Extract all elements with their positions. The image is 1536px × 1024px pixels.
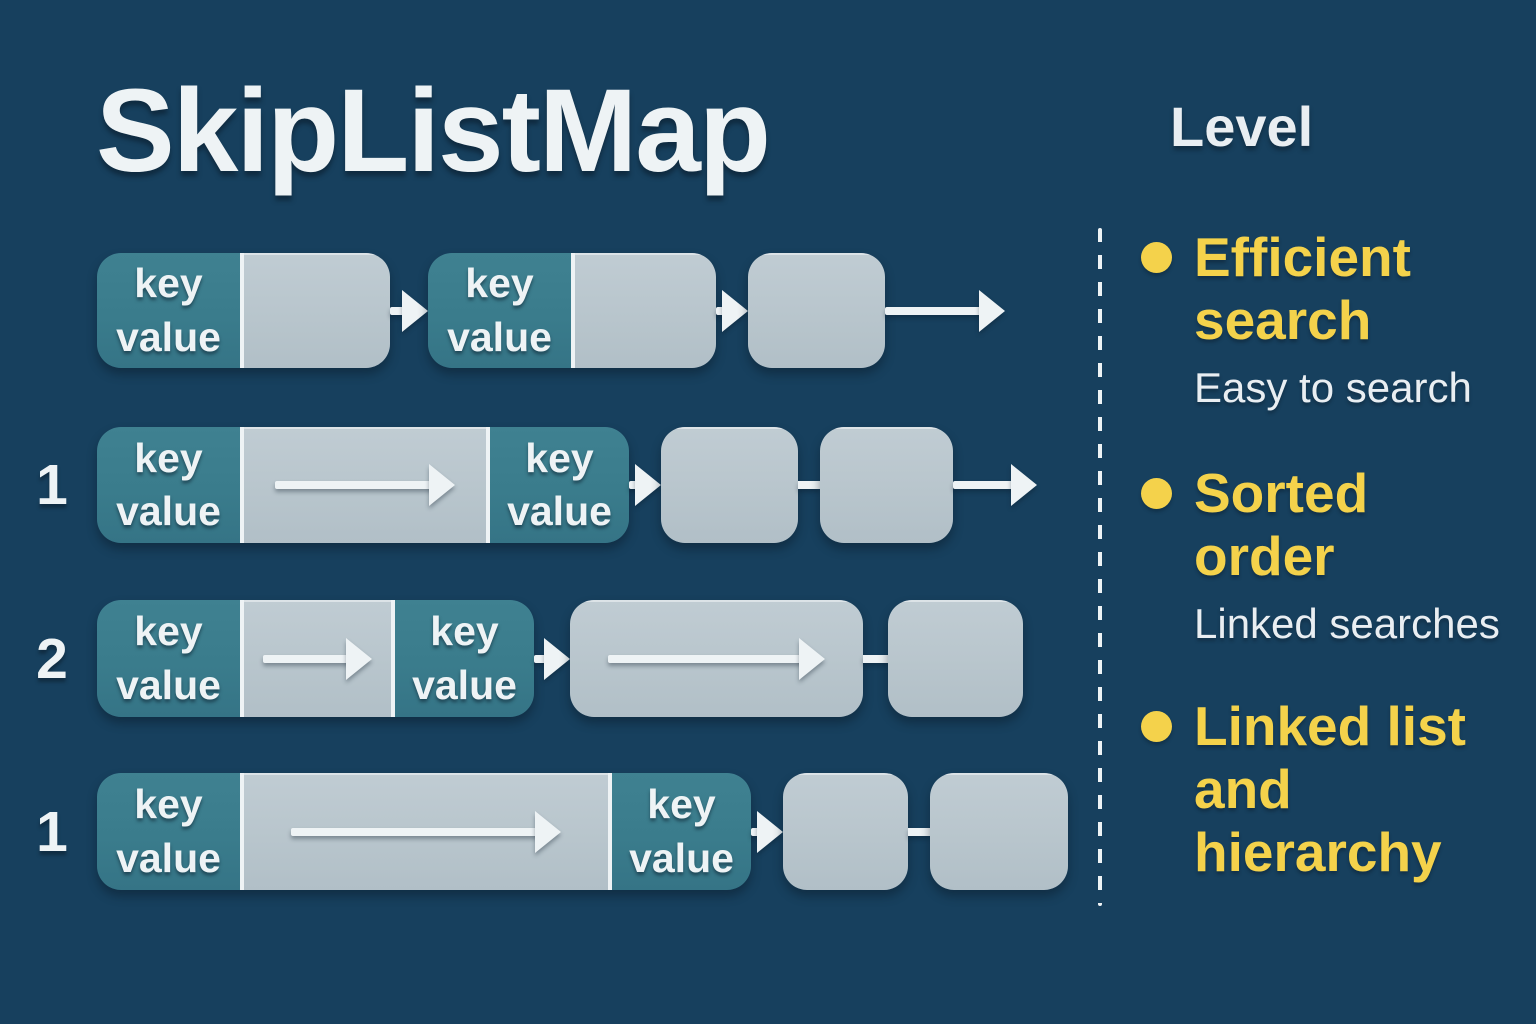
arrow-head xyxy=(534,810,561,853)
skiplist-node: key value key value xyxy=(97,600,534,717)
pointer-slot xyxy=(661,427,798,543)
panel-divider-dashed-line xyxy=(1098,228,1102,906)
key-value-cell: key value xyxy=(97,773,240,890)
skiplist-row: 1 key value key value xyxy=(0,773,1536,890)
kv-line-value: value xyxy=(507,488,612,534)
key-value-cell: key value xyxy=(97,253,240,368)
skiplist-node: key value xyxy=(97,253,390,368)
bullet-item-efficient-search: Efficient search Easy to search xyxy=(1141,226,1506,411)
pointer-slot xyxy=(748,253,885,368)
arrow-line xyxy=(885,306,985,315)
arrow-line xyxy=(275,481,435,489)
level-number-label: 1 xyxy=(36,453,68,517)
arrow-head xyxy=(402,289,428,332)
connector-line xyxy=(908,827,930,836)
arrow-head xyxy=(544,637,570,680)
arrow-line xyxy=(291,827,541,836)
key-value-cell: key value xyxy=(486,427,629,543)
skiplist-node xyxy=(783,773,908,890)
skiplist-row: 2 key value key value xyxy=(0,600,1536,717)
key-value-cell: key value xyxy=(391,600,534,717)
kv-line-value: value xyxy=(447,313,552,360)
level-heading: Level xyxy=(1170,95,1314,158)
bullet-subtitle: Linked searches xyxy=(1194,600,1500,647)
arrow-head xyxy=(345,637,372,680)
level-number-label: 2 xyxy=(36,626,68,691)
arrow-head xyxy=(798,637,825,680)
arrow-head xyxy=(722,289,748,332)
key-value-cell: key value xyxy=(428,253,571,368)
skiplist-node xyxy=(930,773,1068,890)
pointer-slot xyxy=(820,427,953,543)
skiplist-row: 1 key value key value xyxy=(0,427,1536,543)
pointer-slot xyxy=(240,427,486,543)
pointer-slot xyxy=(240,253,390,368)
arrow-head xyxy=(757,810,783,853)
kv-line-value: value xyxy=(116,834,221,881)
kv-line-value: value xyxy=(116,661,221,708)
kv-line-value: value xyxy=(116,313,221,360)
kv-line-value: value xyxy=(116,488,221,534)
connector-line xyxy=(798,481,820,489)
arrow-head xyxy=(428,464,455,506)
kv-line-key: key xyxy=(465,260,534,307)
kv-line-key: key xyxy=(525,434,594,481)
kv-line-key: key xyxy=(647,781,716,828)
bullet-dot-icon xyxy=(1141,478,1172,509)
skiplist-node: key value key value xyxy=(97,773,751,890)
pointer-slot xyxy=(571,253,716,368)
arrow-head xyxy=(979,289,1005,332)
kv-line-key: key xyxy=(430,608,499,655)
pointer-slot xyxy=(930,773,1068,890)
key-value-cell: key value xyxy=(608,773,751,890)
skiplist-node xyxy=(570,600,863,717)
pointer-slot xyxy=(888,600,1023,717)
bullet-text: Sorted order Linked searches xyxy=(1194,462,1506,647)
skiplist-node xyxy=(748,253,885,368)
bullet-item-linked-list-hierarchy: Linked list and hierarchy xyxy=(1141,695,1506,884)
pointer-slot xyxy=(570,600,863,717)
arrow-head xyxy=(1011,464,1037,506)
bullet-text: Efficient search Easy to search xyxy=(1194,226,1506,411)
skiplist-node xyxy=(820,427,953,543)
pointer-slot xyxy=(240,600,391,717)
bullet-title: Sorted order xyxy=(1194,462,1369,587)
key-value-cell: key value xyxy=(97,600,240,717)
bullet-text: Linked list and hierarchy xyxy=(1194,695,1506,884)
connector-line xyxy=(863,654,888,663)
arrow-line xyxy=(263,654,352,663)
arrow-line xyxy=(608,654,805,663)
bullet-title: Efficient search xyxy=(1194,226,1411,351)
bullet-dot-icon xyxy=(1141,711,1172,742)
key-value-cell: key value xyxy=(97,427,240,543)
skiplist-node: key value key value xyxy=(97,427,629,543)
bullet-dot-icon xyxy=(1141,242,1172,273)
bullet-item-sorted-order: Sorted order Linked searches xyxy=(1141,462,1506,647)
arrow-line xyxy=(534,654,550,663)
pointer-slot xyxy=(240,773,608,890)
arrow-line xyxy=(953,481,1017,489)
skiplist-node: key value xyxy=(428,253,716,368)
page-title: SkipListMap xyxy=(96,65,771,197)
kv-line-key: key xyxy=(134,608,203,655)
kv-line-key: key xyxy=(134,781,203,828)
bullet-subtitle: Easy to search xyxy=(1194,364,1472,411)
arrow-line xyxy=(390,306,408,315)
skiplist-node xyxy=(888,600,1023,717)
kv-line-value: value xyxy=(412,661,517,708)
kv-line-key: key xyxy=(134,260,203,307)
skiplist-row: key value key value xyxy=(0,253,1536,368)
level-number-label: 1 xyxy=(36,799,68,864)
kv-line-key: key xyxy=(134,434,203,481)
skiplist-node xyxy=(661,427,798,543)
bullet-title: Linked list and hierarchy xyxy=(1194,695,1466,883)
pointer-slot xyxy=(783,773,908,890)
kv-line-value: value xyxy=(629,834,734,881)
arrow-head xyxy=(635,464,661,506)
